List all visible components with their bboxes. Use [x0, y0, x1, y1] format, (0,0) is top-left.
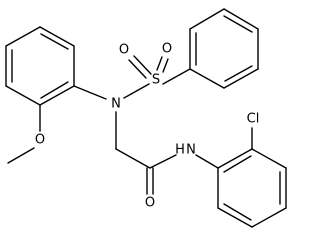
bond: [39, 85, 75, 106]
methoxyphenyl-ring: [5, 26, 75, 106]
chlorophenyl-ring: [217, 148, 287, 228]
bond-carbonyl-amide-n: [149, 154, 177, 169]
carbonyl-oxygen-label: O: [145, 196, 155, 211]
bond-s-phenyl: [162, 68, 191, 85]
bond-methoxy-o-methyl: [7, 147, 35, 164]
bond: [189, 68, 225, 89]
sulfur-label: S: [152, 73, 160, 88]
bond: [217, 148, 253, 169]
double-bond-inner: [223, 155, 252, 173]
methoxy-oxygen-label: O: [35, 133, 45, 148]
phenyl-ring: [189, 8, 259, 89]
bond: [39, 26, 75, 47]
bond: [5, 85, 41, 106]
double-bond-inner: [40, 33, 69, 50]
double-bond-inner: [224, 65, 253, 82]
double-bond-inner: [40, 81, 69, 99]
bond: [251, 148, 287, 169]
bond-ring-n: [73, 85, 107, 100]
sulfonyl-oxygen-right-label: O: [162, 42, 172, 57]
bond-s-o-right: [156, 56, 163, 71]
bond: [251, 207, 287, 228]
double-bond-inner: [223, 15, 253, 33]
chemical-structure: O N S O O H N O Cl: [5, 8, 287, 228]
chlorine-label: Cl: [247, 112, 260, 127]
bond-n-s: [123, 83, 150, 99]
bond: [189, 8, 225, 30]
bond: [217, 207, 253, 228]
bond-s-o-right-second: [162, 58, 169, 73]
bond-ch2-carbonyl: [115, 148, 151, 169]
bond-amide-n-ring: [195, 154, 219, 169]
bond-s-o-left-second: [128, 59, 147, 79]
sulfonamide-nitrogen-label: N: [111, 97, 121, 112]
sulfonyl-oxygen-left-label: O: [119, 43, 129, 58]
amide-h-label: H: [175, 143, 185, 158]
bond: [5, 26, 41, 47]
structure-canvas: O N S O O H N O Cl: [5, 8, 287, 228]
amide-nitrogen-label: N: [186, 143, 196, 158]
bond: [223, 8, 259, 30]
bond: [223, 68, 259, 89]
bond-s-o-left: [133, 55, 152, 75]
double-bond-inner: [223, 203, 252, 221]
